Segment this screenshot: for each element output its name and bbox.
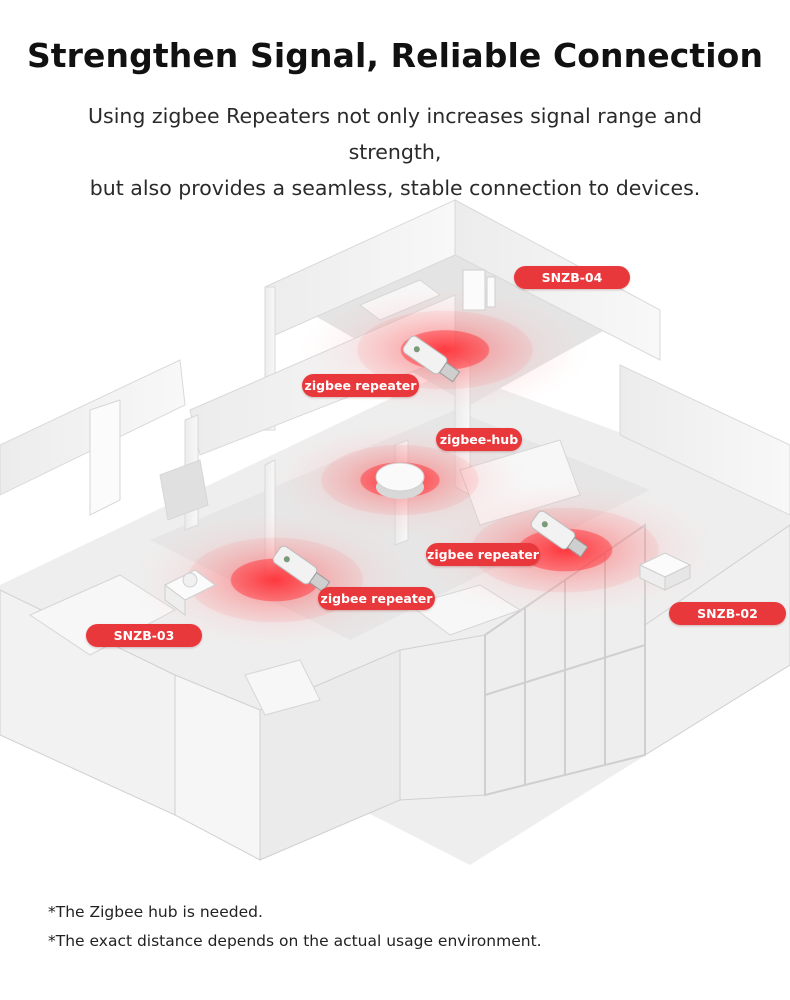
label-zigbee-hub: zigbee-hub xyxy=(436,428,522,451)
snzb-02-temperature-sensor xyxy=(638,552,692,591)
zigbee-repeater-right-device xyxy=(530,510,589,558)
label-snzb-03: SNZB-03 xyxy=(86,624,202,647)
label-zigbee-repeater-right: zigbee repeater xyxy=(426,543,540,566)
front-walls xyxy=(0,524,790,861)
subtitle: Using zigbee Repeaters not only increase… xyxy=(40,98,750,206)
label-zigbee-repeater-top: zigbee repeater xyxy=(302,374,419,397)
label-snzb-02: SNZB-02 xyxy=(669,602,786,625)
label-zigbee-repeater-left: zigbee repeater xyxy=(318,587,435,610)
page-title: Strengthen Signal, Reliable Connection xyxy=(26,36,764,75)
footnote-hub: *The Zigbee hub is needed. xyxy=(48,903,263,921)
footnotes: *The Zigbee hub is needed. *The exact di… xyxy=(48,898,748,956)
floor-plan-illustration: SNZB-04 zigbee repeater zigbee-hub zigbe… xyxy=(0,195,790,875)
snzb-03-motion-sensor xyxy=(164,569,216,616)
isometric-house xyxy=(0,199,790,865)
zigbee-repeater-left-device xyxy=(272,545,331,593)
signal-wave-right-repeater xyxy=(410,480,720,620)
signal-wave-left-repeater xyxy=(130,510,420,650)
label-snzb-04: SNZB-04 xyxy=(514,266,630,289)
footnote-distance: *The exact distance depends on the actua… xyxy=(48,932,542,950)
subtitle-line-1: Using zigbee Repeaters not only increase… xyxy=(88,104,702,164)
zigbee-hub-device xyxy=(375,462,425,499)
snzb-04-door-sensor xyxy=(462,269,496,311)
zigbee-repeater-top-device xyxy=(402,335,461,383)
subtitle-line-2: but also provides a seamless, stable con… xyxy=(89,176,701,200)
